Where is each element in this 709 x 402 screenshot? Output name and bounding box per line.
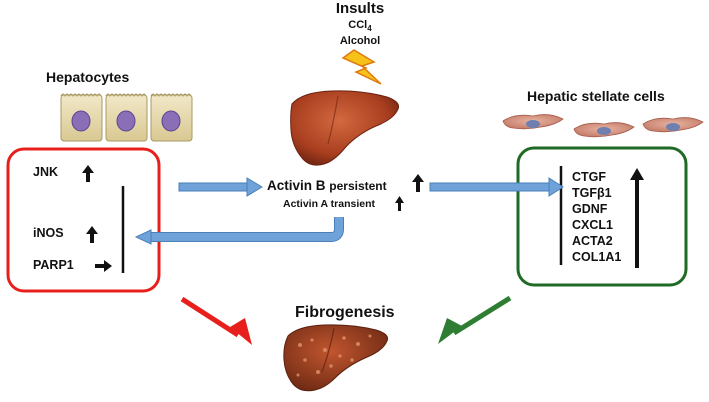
liver-icon (290, 90, 399, 166)
marker-gdnf: GDNF (572, 202, 608, 216)
activin-to-stellate-arrow (429, 177, 564, 197)
fibrogenesis-title: Fibrogenesis (295, 304, 395, 321)
inos-up-arrow-icon (86, 226, 98, 243)
marker-col1a1: COL1A1 (572, 250, 622, 264)
activin-to-hepatocyte-arrow (134, 217, 344, 245)
marker-ctgf: CTGF (572, 170, 607, 184)
insult-ccl4: CCl4 (325, 19, 395, 33)
stellate-box (516, 146, 688, 287)
activin-b-label: Activin B persistent (267, 178, 387, 193)
fibrotic-liver-icon (283, 324, 388, 392)
marker-parp1: PARP1 (33, 258, 74, 272)
lightning-icon (341, 49, 382, 85)
hepatocyte-cells-icon (60, 93, 193, 142)
activin-a-label: Activin A transient (283, 198, 375, 210)
marker-inos: iNOS (33, 226, 64, 240)
marker-jnk: JNK (33, 165, 59, 179)
activin-b-name: Activin B (267, 178, 326, 193)
insults-title: Insults (335, 0, 385, 17)
marker-cxcl1: CXCL1 (572, 218, 613, 232)
activin-a-up-arrow-icon (395, 196, 404, 211)
hepatocyte-to-activin-arrow (178, 177, 263, 197)
marker-acta2: ACTA2 (572, 234, 613, 248)
insult-ccl4-text: CCl (348, 19, 368, 31)
parp1-right-arrow-icon (95, 260, 112, 272)
stellate-fibrogenesis-arrow (438, 295, 512, 344)
hepatocyte-box (6, 147, 161, 293)
insult-ccl4-subscript: 4 (367, 24, 372, 34)
stellate-title: Hepatic stellate cells (527, 88, 665, 104)
activin-b-up-arrow-icon (412, 174, 424, 192)
hepatocytes-title: Hepatocytes (46, 69, 130, 85)
marker-tgfb1: TGFβ1 (572, 186, 612, 200)
jnk-up-arrow-icon (82, 165, 94, 182)
hepatocyte-fibrogenesis-arrow (180, 296, 252, 345)
stellate-up-arrow-icon (630, 168, 644, 268)
activin-b-state: persistent (329, 179, 387, 193)
stellate-cells-icon (502, 114, 704, 138)
insult-alcohol: Alcohol (339, 35, 381, 47)
